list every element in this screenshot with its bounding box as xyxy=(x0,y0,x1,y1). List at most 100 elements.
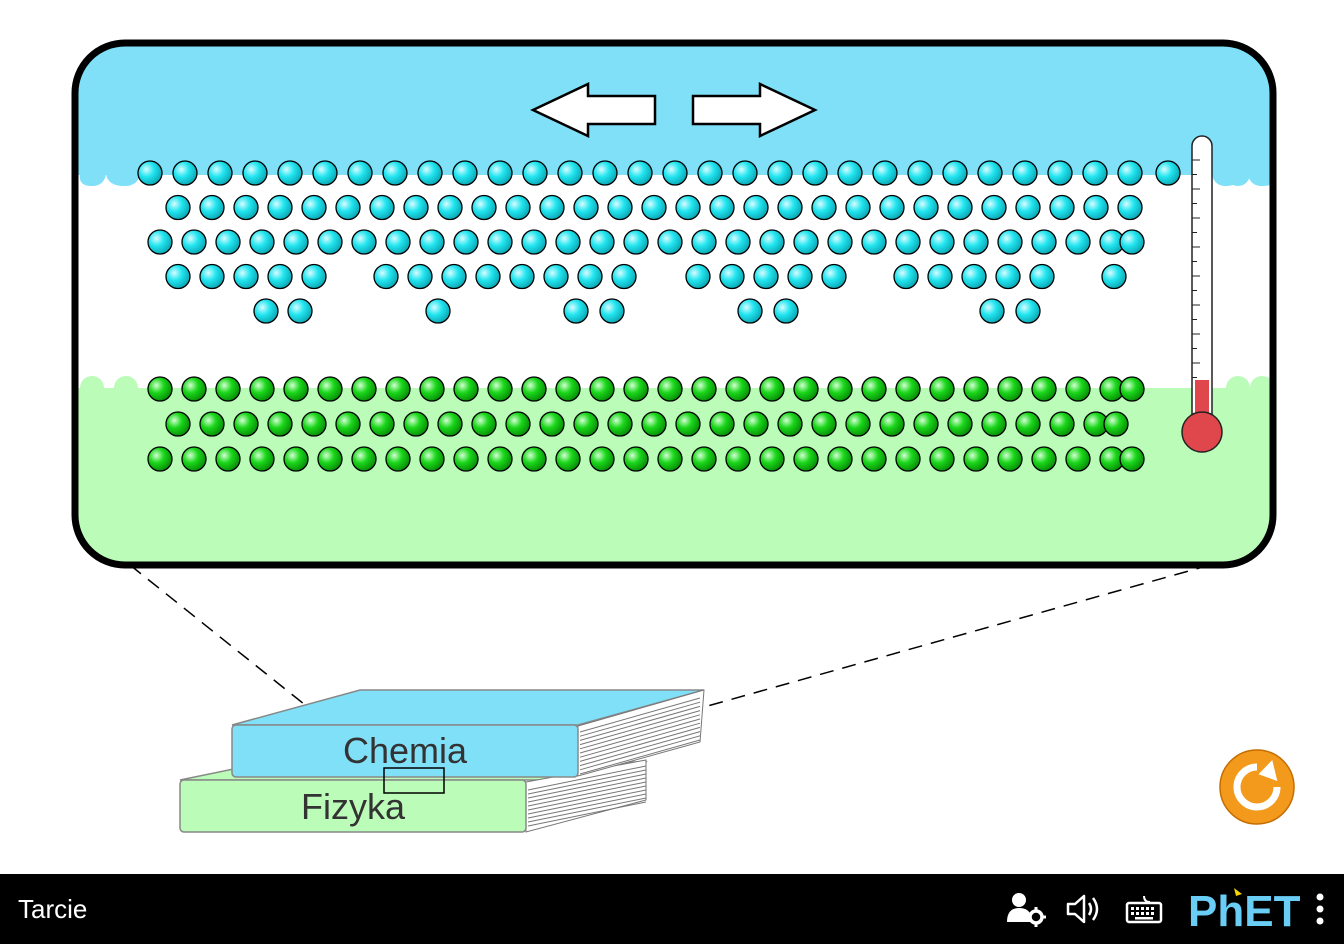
atom xyxy=(893,263,919,290)
atom xyxy=(277,160,303,186)
atom xyxy=(207,160,233,186)
thermometer-ticks xyxy=(1192,159,1200,378)
atom xyxy=(691,446,717,472)
atom xyxy=(347,160,373,186)
page-line xyxy=(579,735,701,771)
atom xyxy=(1049,194,1075,221)
atom xyxy=(879,194,905,221)
atom xyxy=(301,194,327,221)
atom xyxy=(403,194,429,221)
atom xyxy=(555,376,581,402)
atom xyxy=(1119,229,1145,255)
atom xyxy=(522,160,548,186)
atom xyxy=(385,446,411,472)
svg-text:PhET: PhET xyxy=(1188,887,1300,934)
atom xyxy=(607,411,633,437)
page-line xyxy=(579,726,701,762)
atom xyxy=(453,446,479,472)
atom xyxy=(283,229,309,255)
atom xyxy=(1015,194,1041,221)
atom xyxy=(611,263,637,290)
page-line xyxy=(579,705,701,741)
atom xyxy=(1065,446,1091,472)
atom xyxy=(997,229,1023,255)
atom xyxy=(802,160,828,186)
sim-play-area: Fizyka Chemia xyxy=(71,39,1277,833)
page-line xyxy=(579,718,701,754)
atom xyxy=(657,229,683,255)
page-line xyxy=(527,765,647,791)
atom xyxy=(845,194,871,221)
atom xyxy=(199,194,225,221)
atom xyxy=(1031,229,1057,255)
page-line xyxy=(579,739,701,775)
atom xyxy=(753,263,779,290)
atom xyxy=(199,411,225,437)
atom xyxy=(777,194,803,221)
atom xyxy=(977,160,1003,186)
atom xyxy=(403,411,429,437)
drag-right-arrow[interactable] xyxy=(691,82,818,138)
atom xyxy=(1117,194,1143,221)
atom xyxy=(623,376,649,402)
atom xyxy=(961,263,987,290)
phet-logo[interactable]: PhET xyxy=(1188,884,1300,934)
atom xyxy=(719,263,745,290)
atom xyxy=(335,411,361,437)
atom xyxy=(425,298,451,324)
reset-all-button[interactable] xyxy=(1218,748,1296,826)
atom xyxy=(759,229,785,255)
atom xyxy=(709,194,735,221)
atom xyxy=(147,376,173,402)
atom xyxy=(907,160,933,186)
top-book-atoms xyxy=(137,160,1181,324)
atom xyxy=(1065,229,1091,255)
top-book-label: Chemia xyxy=(343,730,468,771)
atom xyxy=(181,229,207,255)
atom xyxy=(407,263,433,290)
atom xyxy=(563,298,589,324)
atom xyxy=(675,194,701,221)
keyboard-icon[interactable] xyxy=(1124,888,1164,930)
sim-title: Tarcie xyxy=(18,894,88,924)
atom xyxy=(301,263,327,290)
atom xyxy=(709,411,735,437)
atom xyxy=(895,229,921,255)
drag-left-arrow[interactable] xyxy=(530,82,657,138)
top-book[interactable]: Chemia xyxy=(231,689,705,778)
atom xyxy=(759,446,785,472)
atom xyxy=(555,229,581,255)
atom xyxy=(249,446,275,472)
atom xyxy=(441,263,467,290)
page-line xyxy=(579,714,701,750)
atom xyxy=(981,194,1007,221)
atom xyxy=(199,263,225,290)
atom xyxy=(369,411,395,437)
atom xyxy=(1049,411,1075,437)
preferences-icon[interactable] xyxy=(1005,888,1047,930)
atom xyxy=(1015,411,1041,437)
atom xyxy=(242,160,268,186)
atom xyxy=(811,194,837,221)
atom xyxy=(811,411,837,437)
atom xyxy=(827,229,853,255)
atom xyxy=(165,194,191,221)
audio-icon[interactable] xyxy=(1064,888,1104,930)
atom xyxy=(793,376,819,402)
page-line xyxy=(527,785,647,811)
atom xyxy=(521,229,547,255)
atom xyxy=(453,229,479,255)
atom xyxy=(165,411,191,437)
atom xyxy=(861,376,887,402)
page-line xyxy=(527,801,647,827)
top-book-pages xyxy=(579,697,701,775)
bottom-book-atoms xyxy=(147,376,1145,472)
atom xyxy=(623,446,649,472)
atom xyxy=(759,376,785,402)
menu-icon[interactable] xyxy=(1312,888,1328,930)
page-line xyxy=(527,773,647,799)
atom xyxy=(475,263,501,290)
atom xyxy=(913,194,939,221)
atom xyxy=(963,229,989,255)
atom xyxy=(725,229,751,255)
